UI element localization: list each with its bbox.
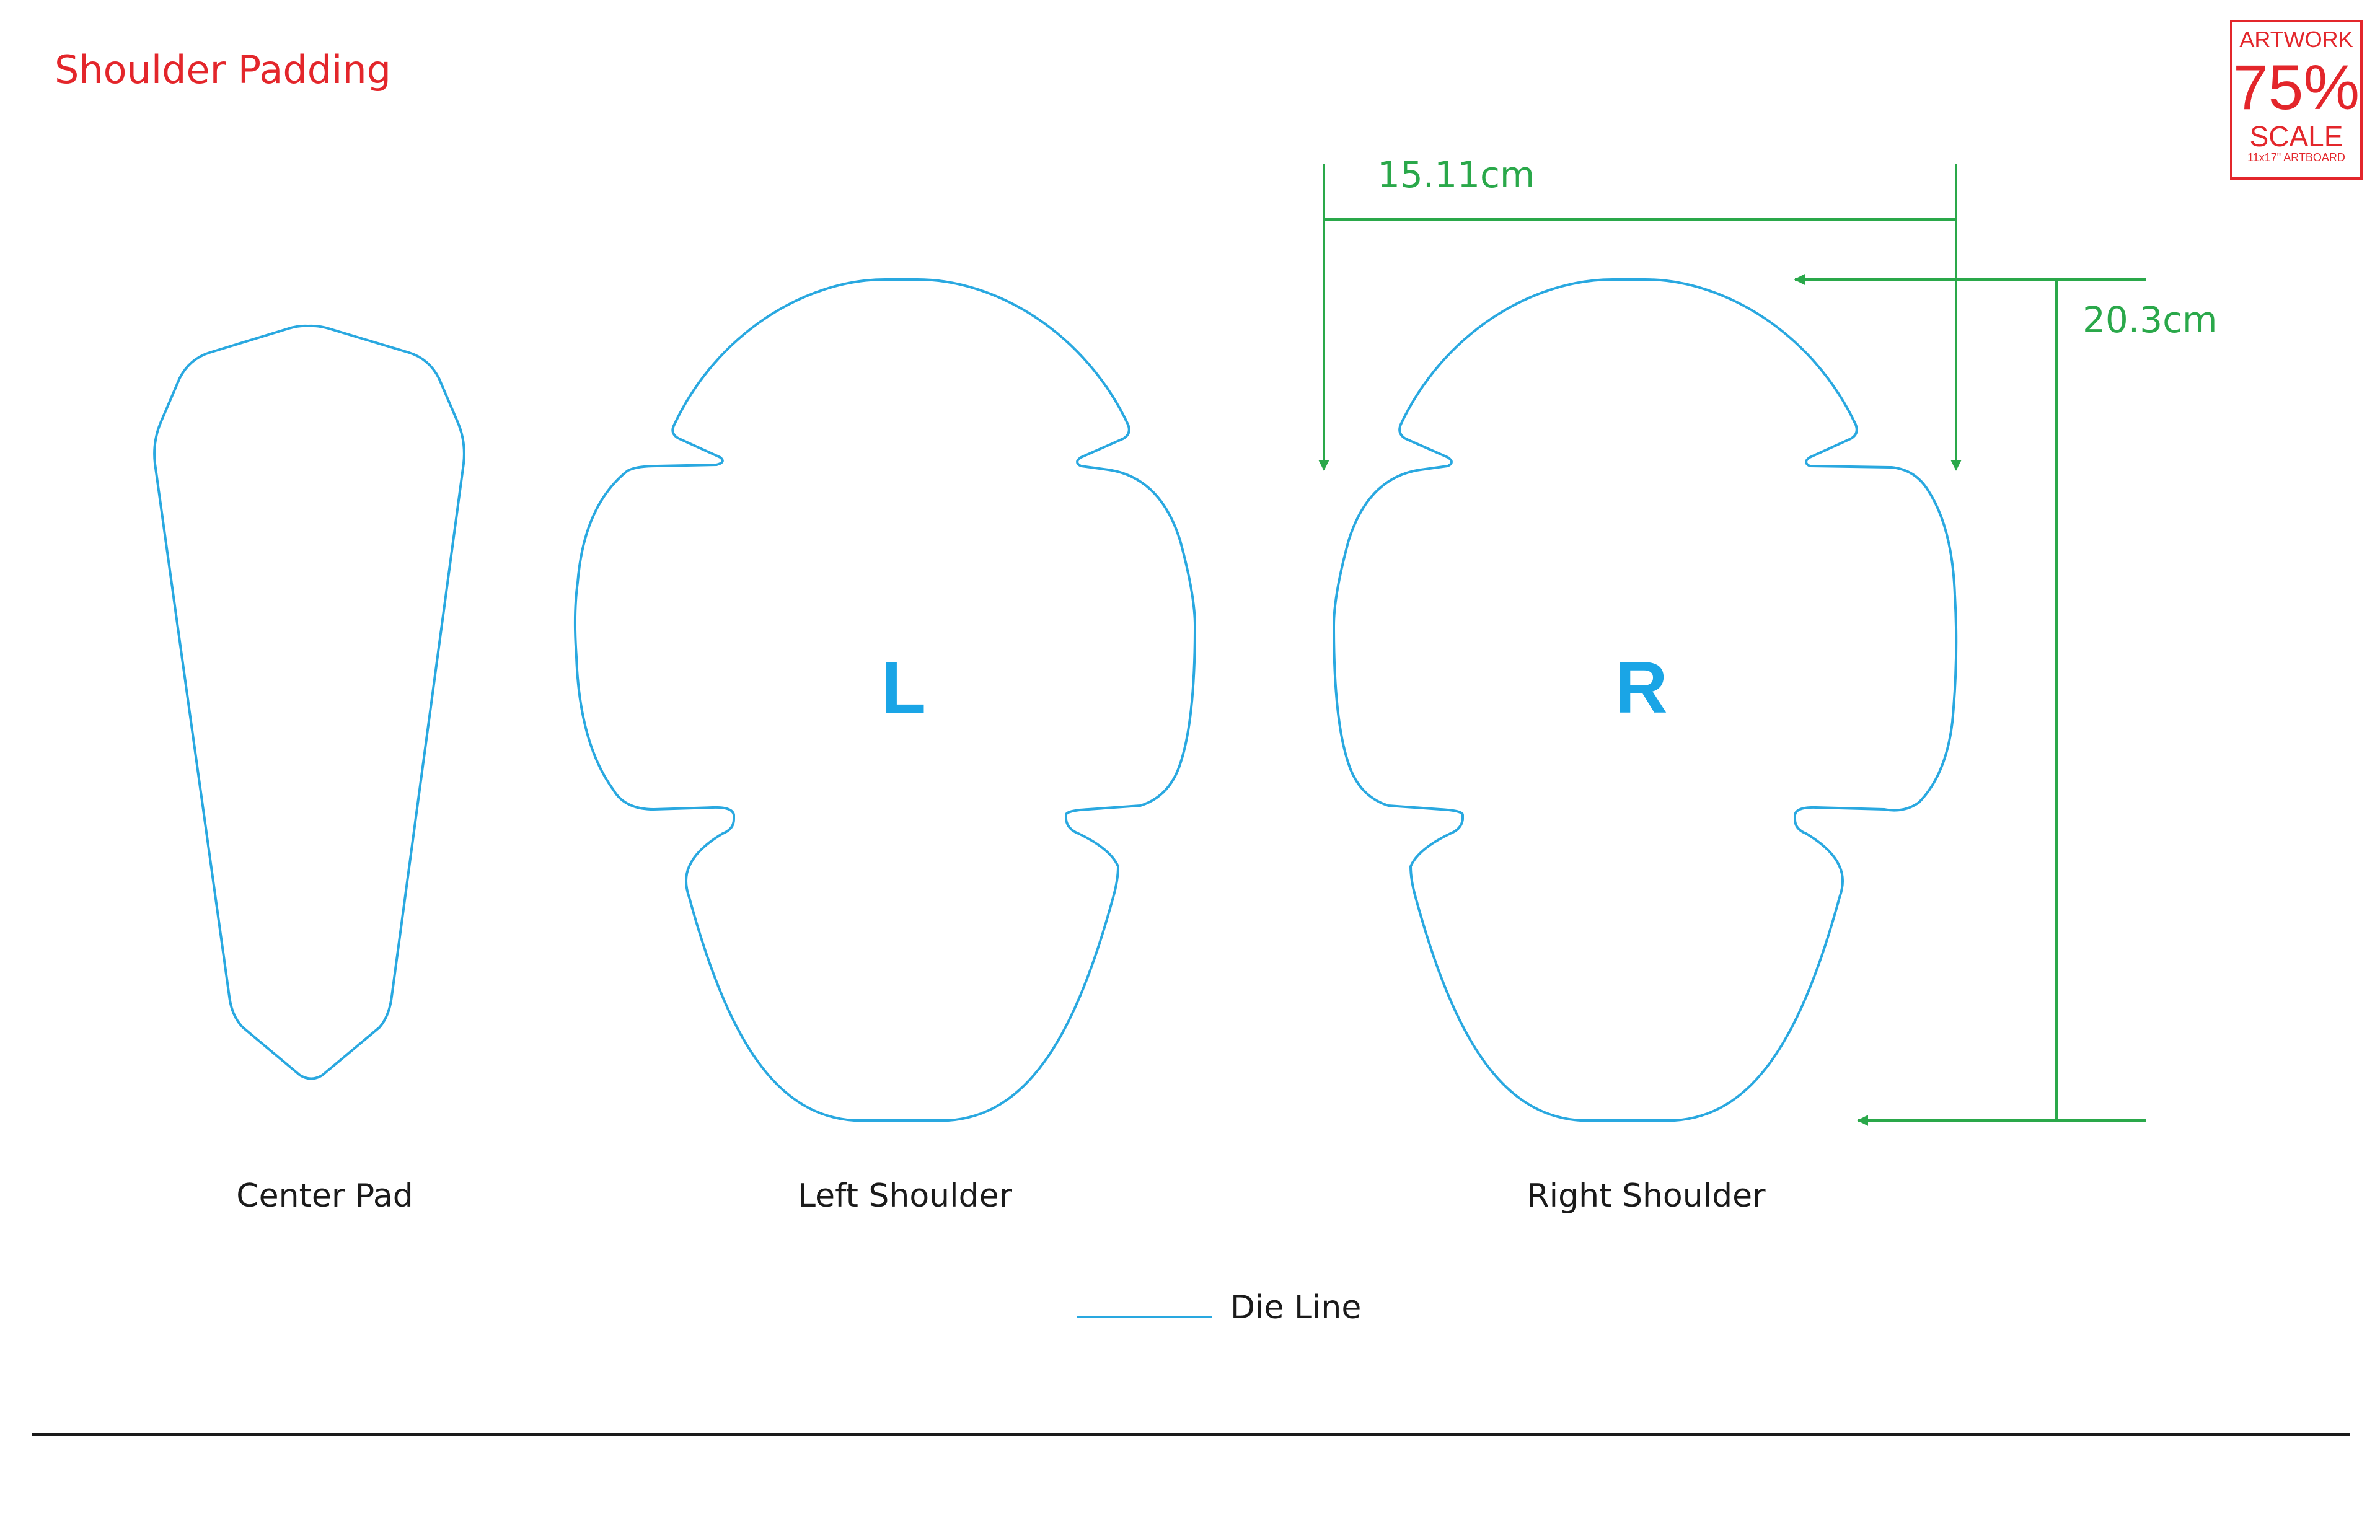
legend-dieline-label: Die Line [1230,1289,1361,1326]
left-shoulder-letter: L [881,647,926,729]
center-pad-dieline [153,324,465,1080]
stamp-artboard-text: 11x17" ARTBOARD [2247,151,2345,164]
right-shoulder-label: Right Shoulder [1527,1177,1766,1215]
stamp-scale-percent: 75% [2233,52,2360,123]
height-dimension [1794,274,2146,1126]
width-dimension [1318,164,1962,471]
stamp-artwork-text: ARTWORK [2239,27,2353,52]
page-title: Shoulder Padding [55,47,391,92]
width-dimension-label: 15.11cm [1377,154,1535,196]
right-shoulder-letter: R [1615,647,1667,729]
right-shoulder-dieline [1332,278,1958,1122]
height-dimension-label: 20.3cm [2082,299,2218,341]
center-pad-label: Center Pad [236,1177,413,1215]
left-shoulder-dieline [573,278,1197,1122]
artwork-scale-stamp: ARTWORK 75% SCALE 11x17" ARTBOARD [2230,20,2363,180]
left-shoulder-label: Left Shoulder [798,1177,1013,1215]
stamp-scale-text: SCALE [2250,120,2343,152]
legend: Die Line [1077,1289,1361,1326]
stamp-border [2230,20,2363,180]
